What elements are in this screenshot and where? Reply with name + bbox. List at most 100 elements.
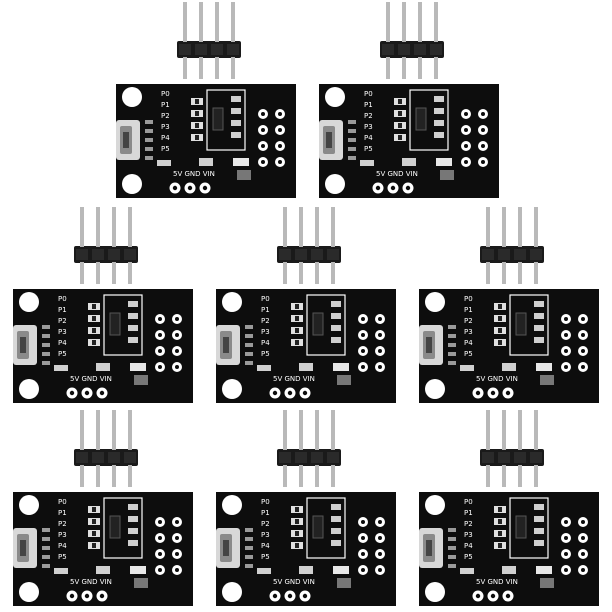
voltage-regulator <box>134 375 148 385</box>
power-pad-center <box>84 390 90 396</box>
through-hole-pad-center <box>564 568 568 572</box>
through-hole-pad-center <box>261 112 265 116</box>
pin-label: P0 <box>364 90 373 98</box>
power-pad-center <box>302 390 308 396</box>
through-hole-pad-center <box>378 520 382 524</box>
pin-label: P0 <box>58 498 67 506</box>
voltage-regulator <box>337 375 351 385</box>
smd-diode-band <box>295 531 299 536</box>
smd-resistor <box>42 546 50 550</box>
pcb <box>216 289 396 403</box>
through-hole-pad-center <box>564 536 568 540</box>
through-hole-pad-center <box>261 128 265 132</box>
pin-label: P1 <box>464 509 473 517</box>
chip-pad <box>331 504 341 510</box>
chip-pad <box>534 516 544 522</box>
smd-diode-band <box>195 99 199 104</box>
through-hole-pad-center <box>581 568 585 572</box>
header-pin-top <box>386 2 390 42</box>
through-hole-pad-center <box>564 520 568 524</box>
smd-diode-band <box>498 543 502 548</box>
header-pin-cell <box>124 452 136 463</box>
through-hole-pad-center <box>175 333 179 337</box>
chip-pad <box>331 337 341 343</box>
chip-pad <box>534 301 544 307</box>
through-hole-pad-center <box>361 317 365 321</box>
through-hole-pad-center <box>581 333 585 337</box>
chip-pad <box>534 528 544 534</box>
through-hole-pad-center <box>581 349 585 353</box>
smd-diode-band <box>92 340 96 345</box>
header-pin-cell <box>92 249 104 260</box>
header-pin-bottom <box>112 262 116 284</box>
chip-pad <box>534 325 544 331</box>
through-hole-pad-center <box>278 112 282 116</box>
chip-body <box>515 312 527 336</box>
chip-pad <box>434 132 444 138</box>
smd-resistor <box>245 528 253 532</box>
board-1: P0 P1 P2 P3 P4 P5 5V GND VIN <box>115 0 297 198</box>
header-pin-cell <box>311 249 323 260</box>
through-hole-pad-center <box>564 333 568 337</box>
mounting-hole <box>19 495 39 515</box>
smd-cap <box>460 365 474 371</box>
header-pin-cell <box>108 452 120 463</box>
header-pin-top <box>199 2 203 42</box>
pin-label: P1 <box>464 306 473 314</box>
smd-cap <box>130 566 146 574</box>
pin-label: P2 <box>58 520 67 528</box>
bottom-pin-labels: 5V GND VIN <box>273 578 315 586</box>
smd-cap <box>130 363 146 371</box>
smd-diode-band <box>498 531 502 536</box>
through-hole-pad-center <box>261 160 265 164</box>
mounting-hole <box>122 87 142 107</box>
header-pin-bottom <box>534 465 538 487</box>
header-pin-top <box>231 2 235 42</box>
through-hole-pad-center <box>158 536 162 540</box>
pin-label-column: P0 P1 P2 P3 P4 P5 <box>464 295 473 358</box>
smd-diode-band <box>92 531 96 536</box>
chip-pad <box>231 96 241 102</box>
board-3: P0 P1 P2 P3 P4 P5 5V GND VIN <box>12 205 194 403</box>
header-pin-bottom <box>215 57 219 79</box>
header-pin-top <box>215 2 219 42</box>
pin-label: P0 <box>464 295 473 303</box>
through-hole-pad-center <box>378 349 382 353</box>
pin-label-column: P0 P1 P2 P3 P4 P5 <box>261 498 270 561</box>
bottom-pin-labels: 5V GND VIN <box>173 170 215 178</box>
through-hole-pad-center <box>378 365 382 369</box>
header-pin-top <box>418 2 422 42</box>
header-pin-bottom <box>331 465 335 487</box>
pin-label-column: P0 P1 P2 P3 P4 P5 <box>261 295 270 358</box>
bottom-pin-labels: 5V GND VIN <box>476 375 518 383</box>
header-pin-cell <box>195 44 207 55</box>
pcb <box>319 84 499 198</box>
pin-header-plastic <box>177 41 241 58</box>
power-pad-center <box>202 185 208 191</box>
header-pin-cell <box>327 249 339 260</box>
header-pin-bottom <box>283 262 287 284</box>
smd-resistor <box>145 147 153 151</box>
header-pin-bottom <box>96 262 100 284</box>
bottom-pin-labels: 5V GND VIN <box>476 578 518 586</box>
smd-cap <box>54 568 68 574</box>
smd-diode-band <box>295 543 299 548</box>
smd-resistor <box>448 537 456 541</box>
header-pin-cell <box>498 249 510 260</box>
pin-label: P5 <box>58 350 67 358</box>
smd-resistor <box>42 564 50 568</box>
bottom-pin-labels: 5V GND VIN <box>376 170 418 178</box>
pin-label: P3 <box>261 328 270 336</box>
header-pin-cell <box>279 249 291 260</box>
header-pin-cell <box>76 452 88 463</box>
header-pin-top <box>112 207 116 247</box>
through-hole-pad-center <box>581 317 585 321</box>
through-hole-pad-center <box>158 349 162 353</box>
through-hole-pad-center <box>581 552 585 556</box>
smd-resistor <box>348 138 356 142</box>
smd-cap <box>257 568 271 574</box>
through-hole-pad-center <box>481 128 485 132</box>
through-hole-pad-center <box>564 349 568 353</box>
pin-label: P4 <box>464 339 473 347</box>
header-pin-cell <box>211 44 223 55</box>
